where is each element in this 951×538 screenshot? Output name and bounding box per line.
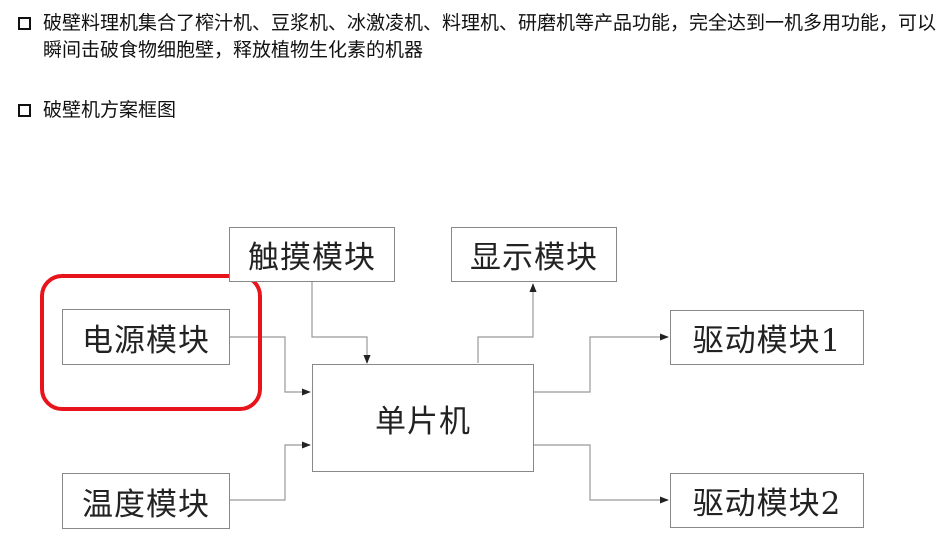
power-module-highlight xyxy=(40,274,262,411)
connector-mcu-to-drive2 xyxy=(533,444,669,504)
connector-mcu-to-drive1 xyxy=(533,333,669,393)
description-text: 破壁料理机集合了榨汁机、豆浆机、冰激凌机、料理机、研磨机等产品功能，完全达到一机… xyxy=(43,12,937,61)
square-bullet-icon xyxy=(18,17,31,30)
description-bullet: 破壁料理机集合了榨汁机、豆浆机、冰激凌机、料理机、研磨机等产品功能，完全达到一机… xyxy=(18,10,938,64)
square-bullet-icon xyxy=(18,104,31,117)
mcu-box: 单片机 xyxy=(312,364,534,472)
connector-touch-to-mcu xyxy=(311,282,371,364)
connector-temperature-to-mcu xyxy=(230,441,311,501)
diagram-heading-bullet: 破壁机方案框图 xyxy=(18,97,176,124)
drive1-module-box: 驱动模块1 xyxy=(670,310,864,365)
temperature-module-box: 温度模块 xyxy=(62,473,230,529)
power-module-box: 电源模块 xyxy=(62,309,230,365)
display-module-box: 显示模块 xyxy=(451,227,617,282)
diagram-heading: 破壁机方案框图 xyxy=(43,99,177,121)
connector-mcu-to-display xyxy=(477,283,537,363)
drive2-module-box: 驱动模块2 xyxy=(670,473,864,528)
connector-power-to-mcu xyxy=(230,336,311,396)
touch-module-box: 触摸模块 xyxy=(229,227,395,282)
